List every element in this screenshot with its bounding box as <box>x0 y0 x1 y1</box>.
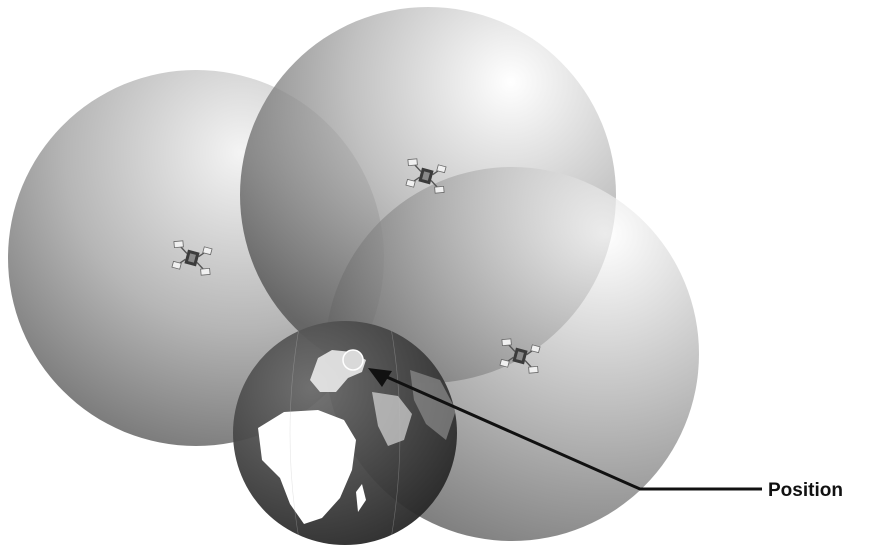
position-marker-icon <box>343 350 363 370</box>
position-label: Position <box>768 480 843 501</box>
